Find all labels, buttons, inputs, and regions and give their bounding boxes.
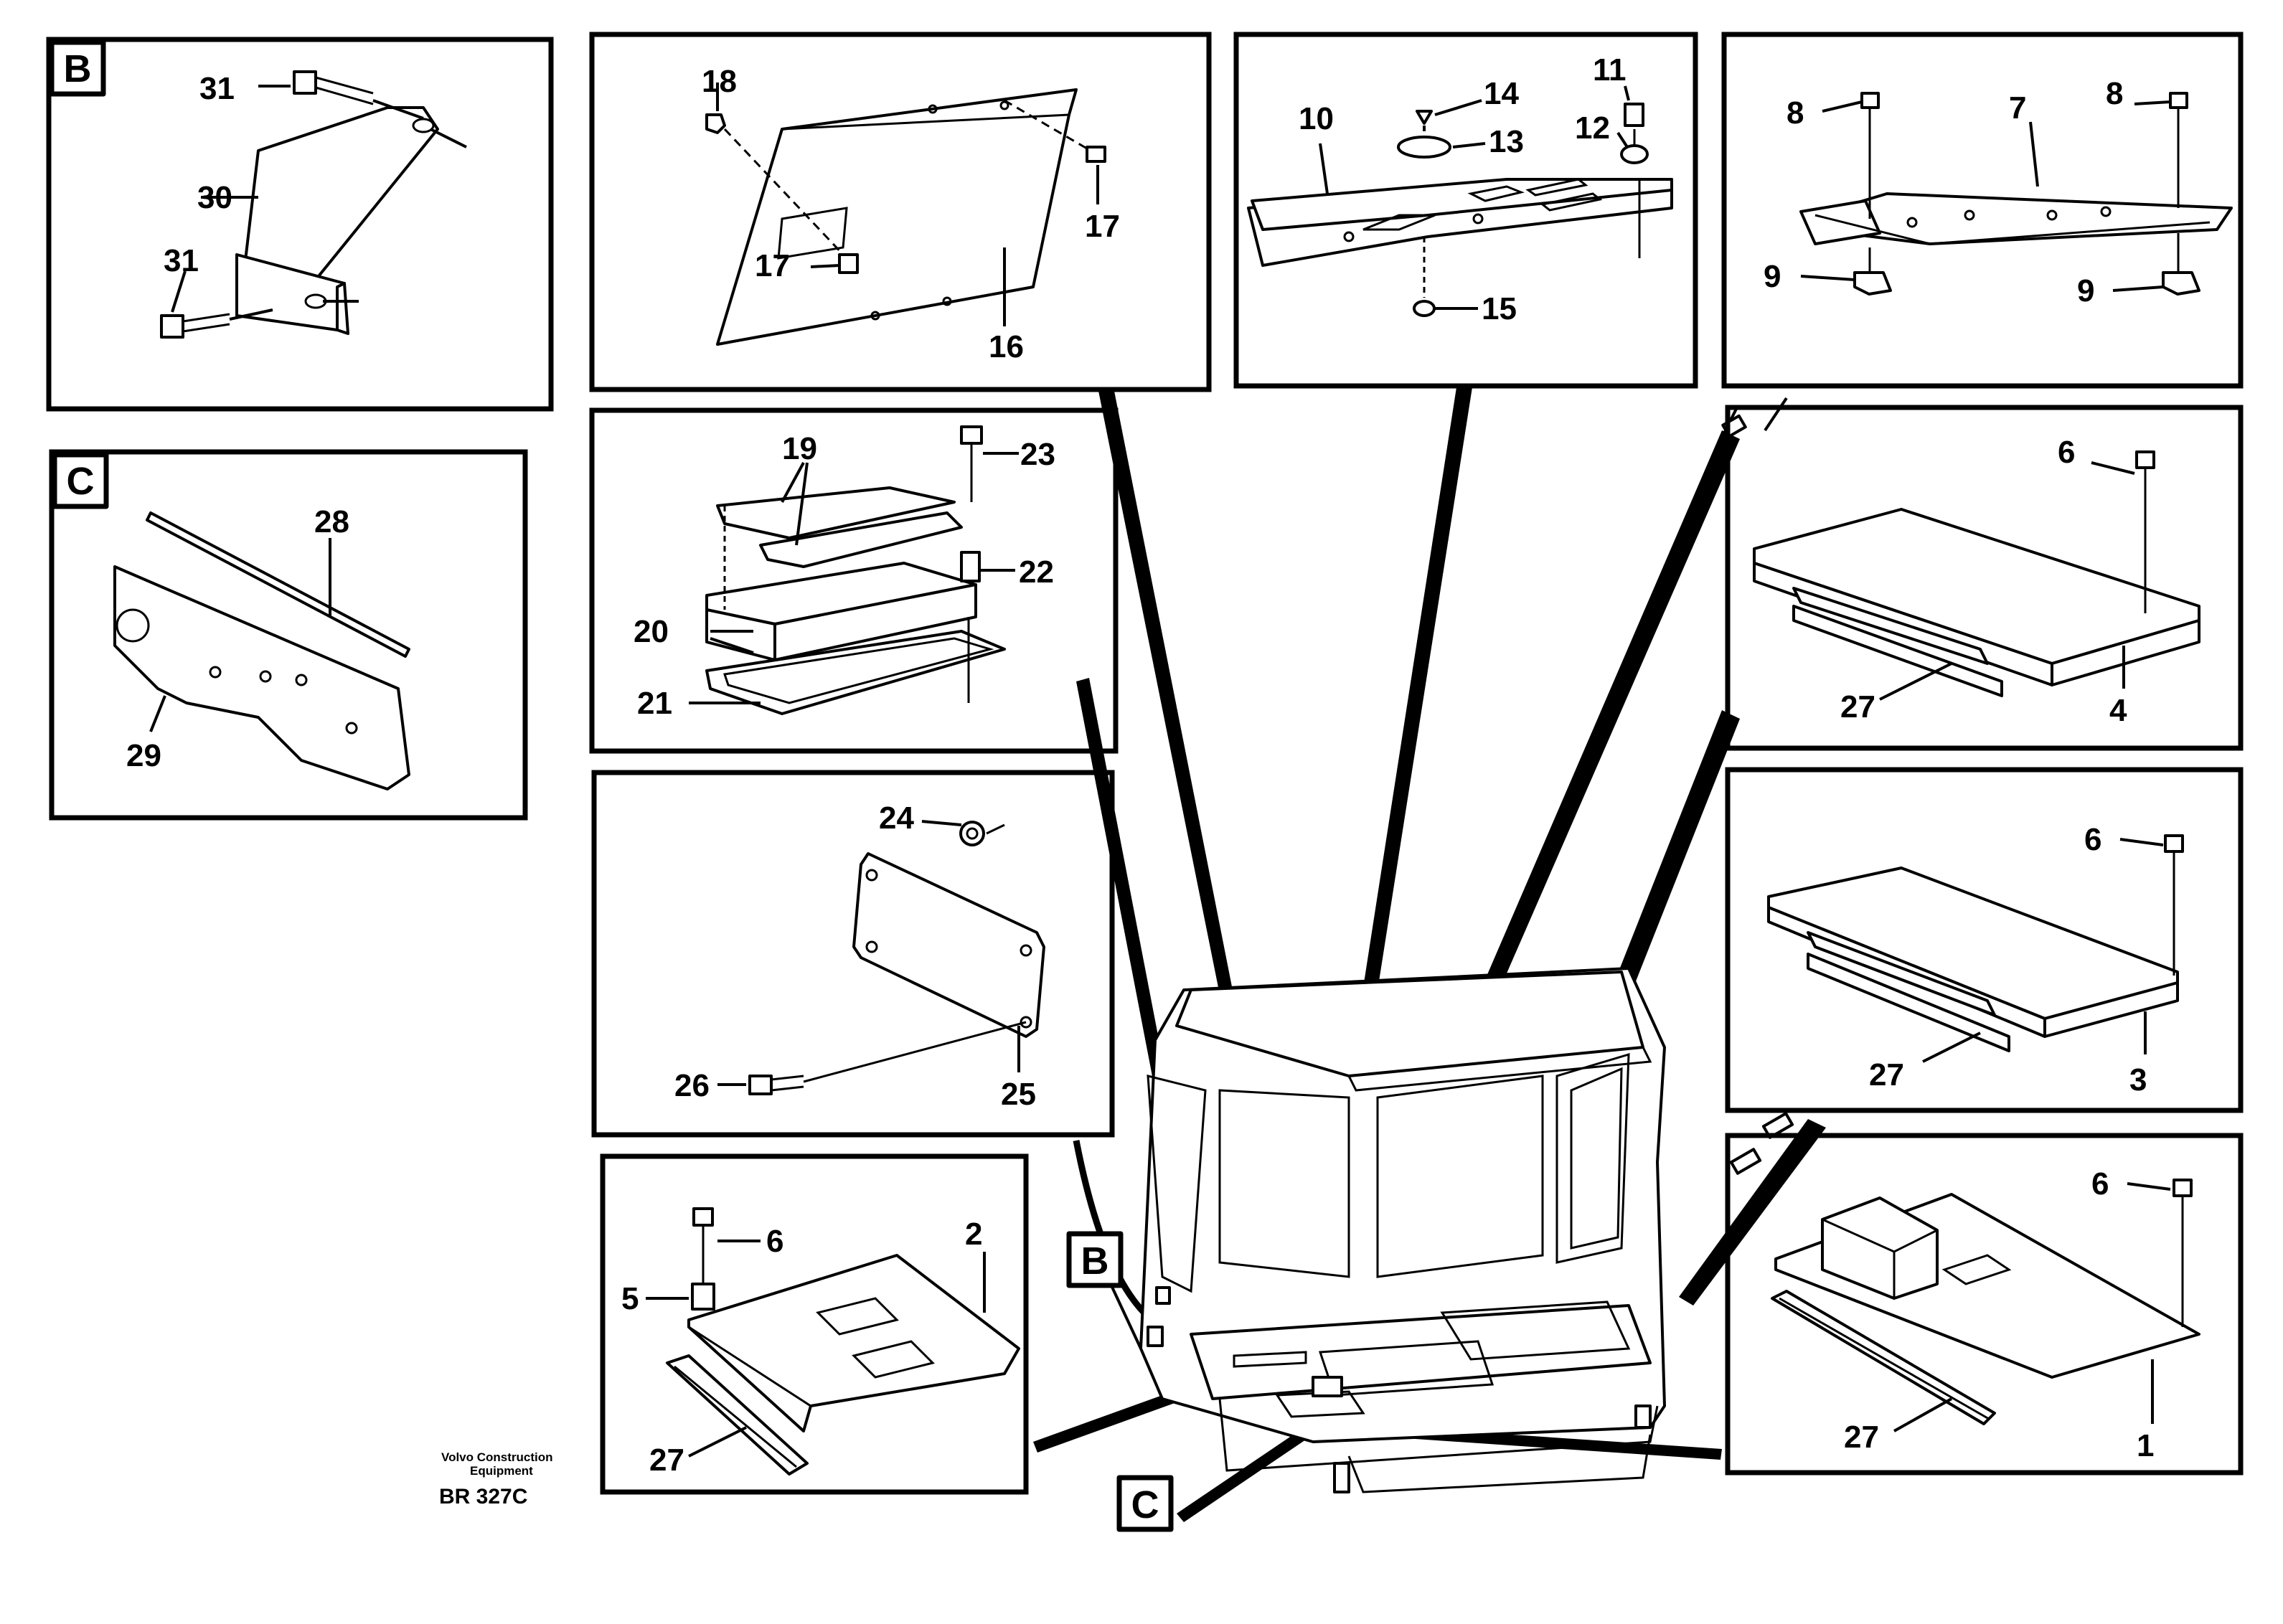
callout-1: 1: [2137, 1428, 2154, 1463]
view-tag-c-panel: C: [67, 460, 95, 503]
panel-cover-plate: 24 26 25: [591, 770, 1115, 1138]
panel-detail-b: B 31 30 31: [46, 37, 554, 412]
panel-plate-4: 6 4 27: [1725, 405, 2244, 751]
callout-27-upper: 27: [1840, 689, 1875, 724]
company-name-line2: Equipment: [470, 1464, 533, 1478]
callout-21: 21: [637, 686, 672, 721]
callout-8a: 8: [1787, 95, 1804, 131]
callout-6-middle: 6: [2084, 822, 2101, 857]
callout-27-middle: 27: [1869, 1057, 1904, 1092]
callout-15: 15: [1482, 291, 1517, 326]
callout-23: 23: [1020, 437, 1055, 472]
callout-18: 18: [702, 64, 737, 99]
callout-30: 30: [197, 180, 232, 215]
callout-13: 13: [1489, 124, 1524, 159]
callout-27-left: 27: [649, 1443, 684, 1478]
callout-26: 26: [674, 1068, 710, 1103]
callout-25: 25: [1001, 1077, 1036, 1112]
callout-29: 29: [126, 738, 161, 773]
panel-floor-plate-2: 6 5 2 27: [600, 1153, 1029, 1495]
callout-31b: 31: [164, 243, 199, 278]
callout-11: 11: [1593, 52, 1627, 88]
callout-19: 19: [782, 431, 817, 466]
panel-roof-plate: 10 14 13 11 12 15: [1233, 32, 1698, 389]
panel-side-plate: 18 17 17 16: [589, 32, 1212, 392]
drawing-code: BR 327C: [439, 1485, 527, 1509]
callout-12: 12: [1575, 110, 1610, 146]
callout-4: 4: [2109, 693, 2127, 728]
callout-24: 24: [879, 801, 914, 836]
callout-7: 7: [2009, 90, 2026, 126]
company-name-line1: Volvo Construction: [441, 1450, 553, 1464]
callout-27-lower: 27: [1844, 1420, 1879, 1455]
footer: Volvo Construction Equipment BR 327C: [439, 1450, 553, 1509]
callout-14: 14: [1484, 76, 1519, 111]
callout-17a: 17: [1085, 209, 1120, 244]
panel-detail-c: C 28 29: [49, 449, 528, 821]
panel-plate-3: 6 3 27: [1725, 767, 2244, 1113]
callout-16: 16: [989, 329, 1024, 364]
cab-main-view: B C: [1066, 967, 1666, 1532]
callout-6-left: 6: [766, 1224, 783, 1259]
callout-5: 5: [621, 1281, 639, 1316]
callout-2: 2: [965, 1217, 982, 1252]
callout-22: 22: [1019, 554, 1054, 590]
panel-plate-1: 6 1 27: [1725, 1133, 2244, 1476]
view-tag-c-main: C: [1131, 1483, 1159, 1526]
panel-mounting-plate: 8 8 7 9 9: [1721, 32, 2244, 389]
callout-31a: 31: [199, 71, 235, 106]
callout-10: 10: [1299, 101, 1334, 136]
callout-9a: 9: [1764, 259, 1781, 294]
callout-20: 20: [634, 614, 669, 649]
callout-6-upper: 6: [2058, 435, 2075, 470]
callout-8b: 8: [2106, 76, 2123, 111]
callout-17b: 17: [755, 248, 790, 283]
view-tag-b-panel: B: [64, 47, 92, 90]
callout-9b: 9: [2077, 273, 2094, 308]
callout-3: 3: [2129, 1062, 2147, 1097]
view-tag-b-main: B: [1081, 1240, 1109, 1283]
panel-hatch-assembly: 19 23 22 20 21: [589, 407, 1119, 754]
callout-28: 28: [314, 504, 349, 539]
callout-6-lower: 6: [2091, 1166, 2109, 1202]
